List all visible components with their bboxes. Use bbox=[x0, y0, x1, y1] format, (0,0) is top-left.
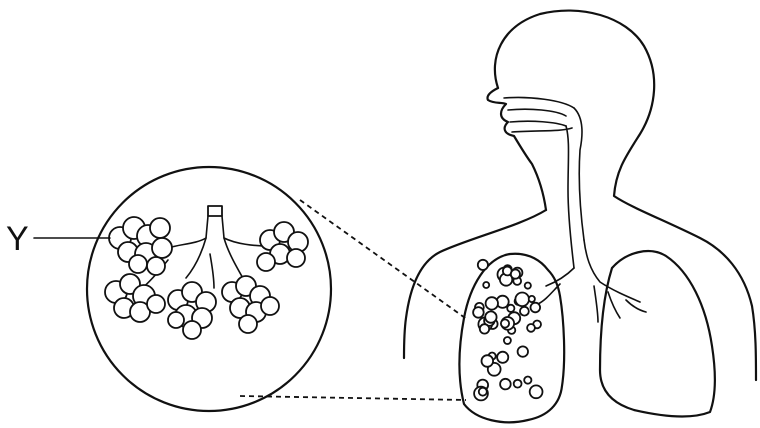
lung-alveolus bbox=[482, 355, 494, 367]
alveolus bbox=[147, 257, 165, 275]
alveolus bbox=[183, 321, 201, 339]
lung-alveolus bbox=[515, 293, 529, 307]
alveolus bbox=[152, 238, 172, 258]
lung-alveolus bbox=[497, 352, 508, 363]
zoom-line-top bbox=[300, 200, 468, 320]
lung-alveolus bbox=[480, 324, 489, 333]
alveolus bbox=[261, 297, 279, 315]
alveolus bbox=[239, 315, 257, 333]
trachea bbox=[538, 240, 646, 322]
lung-alveolus bbox=[478, 260, 488, 270]
alveolus bbox=[129, 255, 147, 273]
lung-alveolus bbox=[479, 388, 487, 396]
label-y: Y bbox=[6, 220, 29, 258]
label-y-group: Y bbox=[6, 220, 110, 258]
lung-alveolus bbox=[518, 346, 528, 356]
lung-alveolus bbox=[530, 385, 543, 398]
airway-upper bbox=[504, 97, 584, 268]
lung-alveolus bbox=[501, 319, 509, 327]
lung-alveolus bbox=[529, 296, 535, 302]
alveolus bbox=[287, 249, 305, 267]
alveolus bbox=[168, 312, 184, 328]
lung-alveolus bbox=[531, 303, 541, 313]
lung-alveolus bbox=[514, 380, 522, 388]
lung-alveolus bbox=[520, 307, 529, 316]
lung-alveolus bbox=[525, 283, 531, 289]
alveolus bbox=[147, 295, 165, 313]
lung-alveolus bbox=[485, 311, 496, 322]
lung-alveolus bbox=[500, 379, 511, 390]
lung-alveolus bbox=[527, 324, 535, 332]
lung-alveolus bbox=[524, 377, 531, 384]
lung-alveolus bbox=[483, 282, 489, 288]
zoom-line-bottom bbox=[240, 396, 466, 400]
lung-alveolus bbox=[511, 270, 520, 279]
alveolus bbox=[150, 218, 170, 238]
right-lung bbox=[600, 251, 715, 416]
lung-alveolus bbox=[507, 305, 514, 312]
lung-alveolus bbox=[504, 337, 511, 344]
lung-alveoli-cluster bbox=[473, 260, 542, 401]
lung-alveolus bbox=[473, 307, 484, 318]
alveolus bbox=[257, 253, 275, 271]
lung-alveolus bbox=[486, 297, 498, 309]
